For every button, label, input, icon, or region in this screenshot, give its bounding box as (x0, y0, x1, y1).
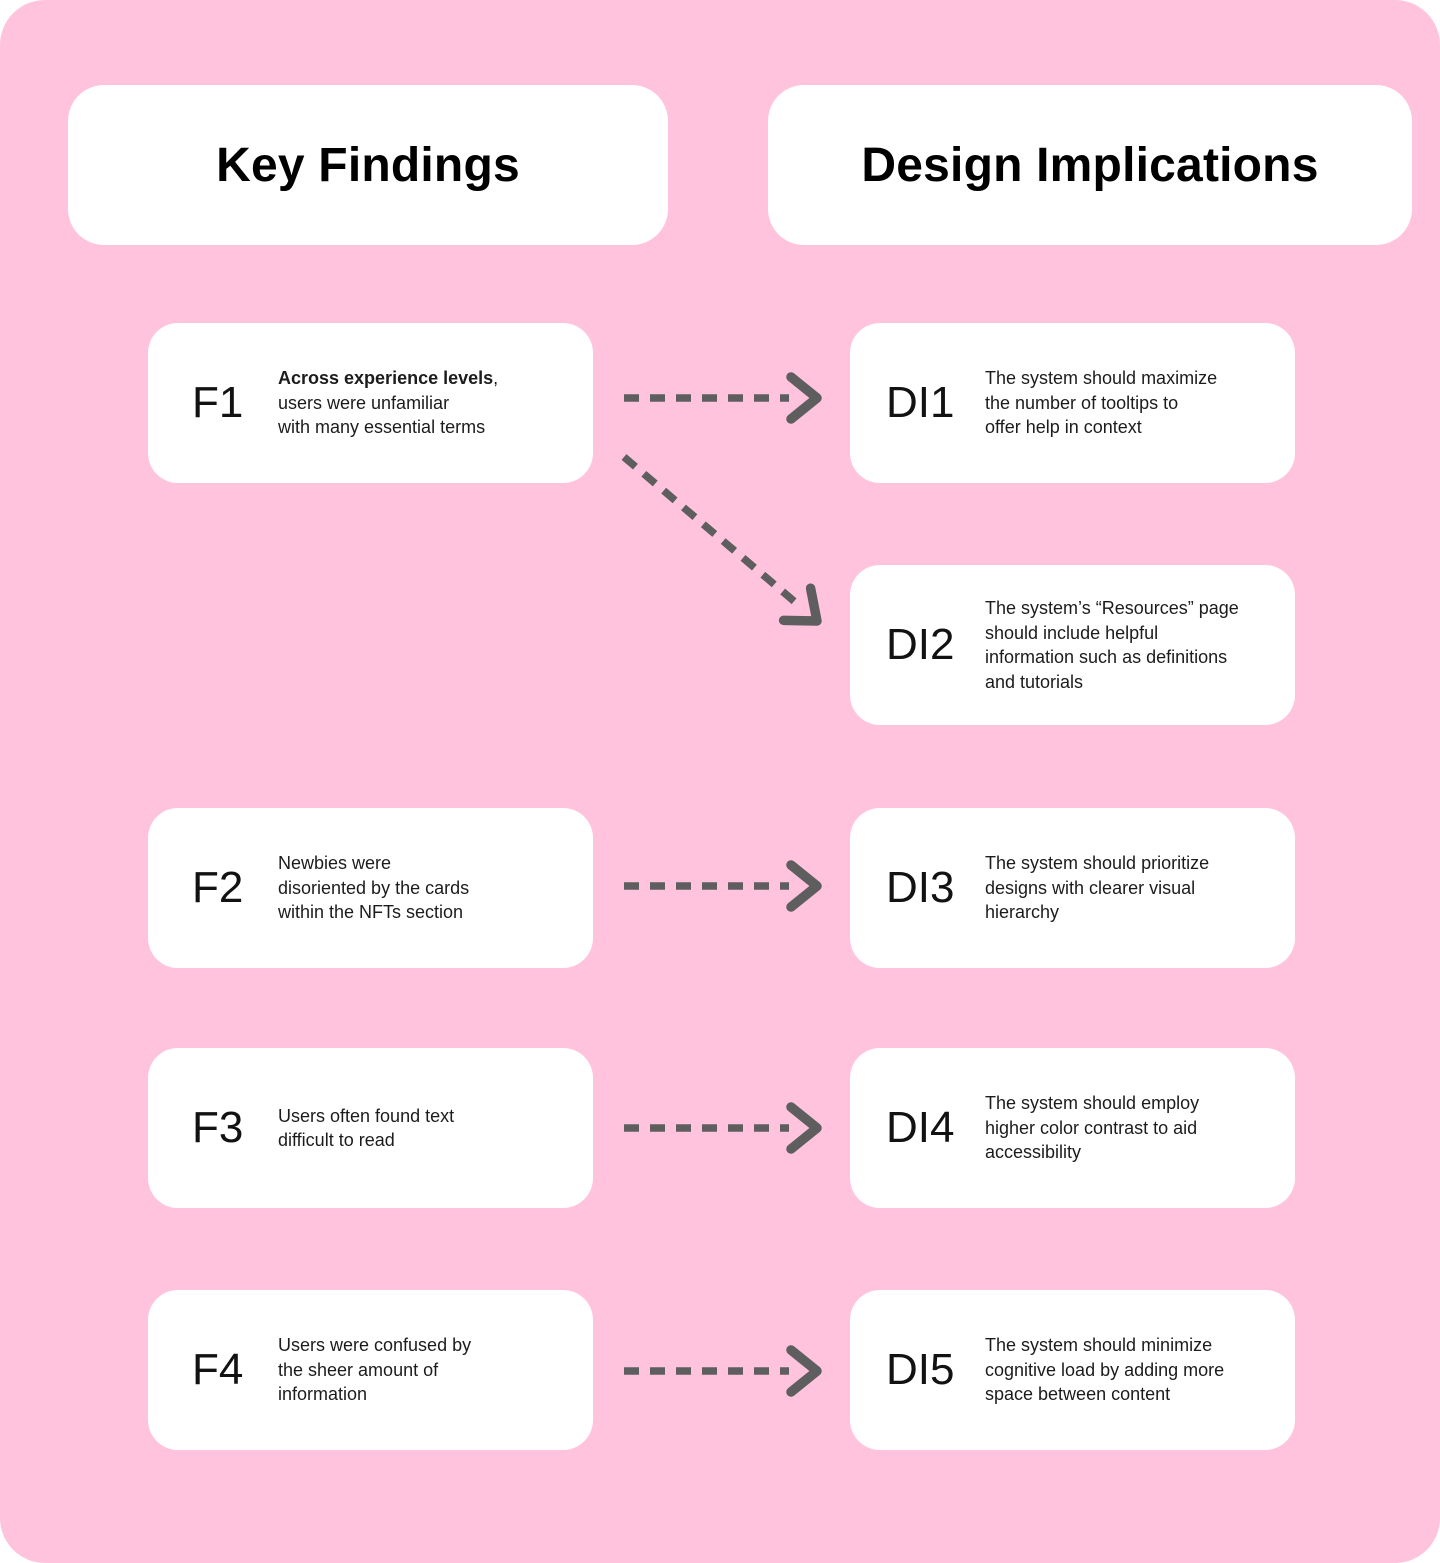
finding-card-f4[interactable]: F4 Users were confused by the sheer amou… (148, 1290, 593, 1450)
implication-id: DI3 (886, 863, 955, 912)
implication-card-di3[interactable]: DI3 The system should prioritize designs… (850, 808, 1295, 968)
implication-text: The system should minimize cognitive loa… (985, 1335, 1225, 1405)
arrow-f3-to-di4-icon (624, 1102, 822, 1154)
implication-id: DI1 (886, 378, 955, 427)
arrow-f2-to-di3-icon (624, 860, 822, 912)
design-implications-title: Design Implications (861, 138, 1319, 192)
finding-id: F4 (192, 1345, 244, 1394)
implication-card-di1[interactable]: DI1 The system should maximize the numbe… (850, 323, 1295, 483)
finding-text: Newbies were disoriented by the cards wi… (278, 853, 470, 923)
finding-id: F3 (192, 1103, 244, 1152)
finding-card-f1[interactable]: F1 Across experience levels, users were … (148, 323, 593, 483)
finding-text: Users were confused by the sheer amount … (278, 1335, 472, 1405)
finding-id: F1 (192, 378, 244, 427)
implication-card-di4[interactable]: DI4 The system should employ higher colo… (850, 1048, 1295, 1208)
arrow-f1-to-di2-icon (621, 454, 822, 626)
implication-id: DI5 (886, 1345, 955, 1394)
implication-text: The system should prioritize designs wit… (985, 853, 1210, 923)
finding-text: Users often found text difficult to read (278, 1105, 455, 1151)
implication-card-di2[interactable]: DI2 The system’s “Resources” page should… (850, 565, 1295, 725)
finding-text-bold: Across experience levels (278, 368, 494, 389)
finding-id: F2 (192, 863, 244, 912)
implication-id: DI4 (886, 1103, 955, 1152)
implication-text: The system should maximize the number of… (985, 368, 1218, 438)
arrow-f1-to-di1-icon (624, 372, 822, 424)
implication-text: The system’s “Resources” page should inc… (985, 598, 1239, 692)
key-findings-header-card[interactable]: Key Findings (68, 85, 668, 245)
finding-card-f3[interactable]: F3 Users often found text difficult to r… (148, 1048, 593, 1208)
finding-text-rest: , users were unfamiliar with many essent… (278, 368, 499, 438)
implication-text: The system should employ higher color co… (985, 1093, 1200, 1163)
finding-text: Across experience levels, users were unf… (278, 366, 530, 440)
implication-id: DI2 (886, 620, 955, 669)
finding-card-f2[interactable]: F2 Newbies were disoriented by the cards… (148, 808, 593, 968)
design-implications-header-card[interactable]: Design Implications (768, 85, 1412, 245)
key-findings-title: Key Findings (216, 138, 520, 192)
arrow-f4-to-di5-icon (624, 1345, 822, 1397)
implication-card-di5[interactable]: DI5 The system should minimize cognitive… (850, 1290, 1295, 1450)
